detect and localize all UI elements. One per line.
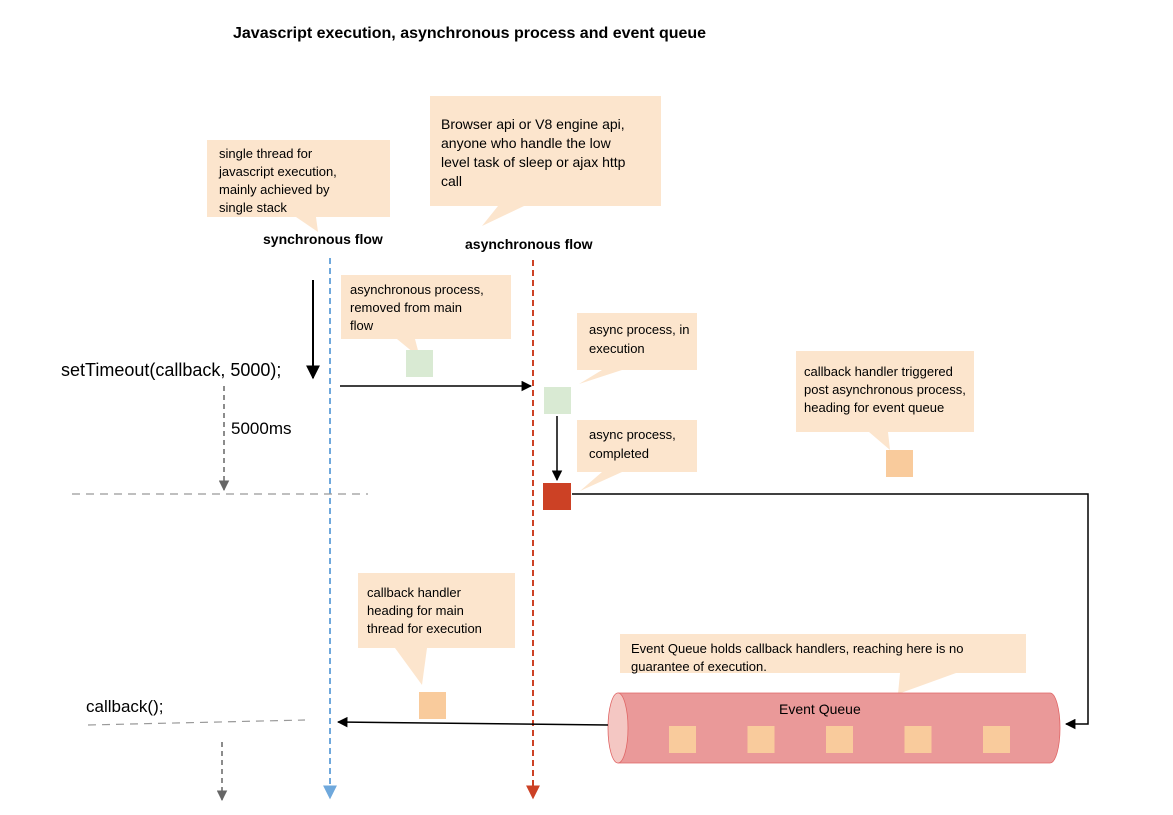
note-event-queue: Event Queue holds callback handlers, rea… <box>631 641 967 674</box>
completed-task-box <box>543 483 571 510</box>
callout-async-removed: asynchronous process, removed from main … <box>341 275 511 358</box>
callout-single-thread: single thread for javascript execution, … <box>207 140 390 232</box>
callout-callback-main-thread: callback handler heading for main thread… <box>358 573 515 685</box>
note-async-in-execution: async process, in execution <box>589 322 693 356</box>
note-async-removed: asynchronous process, removed from main … <box>350 282 487 333</box>
queued-handler-box <box>983 726 1010 753</box>
callout-event-queue: Event Queue holds callback handlers, rea… <box>620 634 1026 694</box>
callback-call-code: callback(); <box>86 697 163 716</box>
note-callback-triggered: callback handler triggered post asynchro… <box>804 364 970 415</box>
queued-handler-box <box>826 726 853 753</box>
callback-separator <box>87 719 306 726</box>
sync-flow-label: synchronous flow <box>263 231 383 247</box>
event-queue-cylinder: Event Queue <box>607 692 1061 764</box>
callout-browser-api: Browser api or V8 engine api, anyone who… <box>430 96 661 226</box>
settimeout-code: setTimeout(callback, 5000); <box>61 360 281 380</box>
to-event-queue-path <box>572 493 1089 730</box>
queued-handler-box <box>747 726 775 753</box>
event-queue-label: Event Queue <box>779 701 861 717</box>
triggered-handler-box <box>886 450 913 477</box>
async-flow-label: asynchronous flow <box>465 236 593 252</box>
callout-callback-triggered: callback handler triggered post asynchro… <box>796 351 974 450</box>
main-thread-handler-box <box>419 692 446 719</box>
pending-task-box <box>406 350 433 377</box>
event-queue-slots <box>669 726 1010 753</box>
diagram-title: Javascript execution, asynchronous proce… <box>233 25 706 42</box>
delay-label: 5000ms <box>231 419 291 438</box>
note-single-thread: single thread for javascript execution, … <box>218 146 340 215</box>
note-browser-api: Browser api or V8 engine api, anyone who… <box>441 116 629 189</box>
queued-handler-box <box>669 726 696 753</box>
note-callback-main-thread: callback handler heading for main thread… <box>367 585 482 636</box>
note-async-completed: async process, completed <box>589 427 679 461</box>
executing-task-box <box>544 387 571 414</box>
queued-handler-box <box>904 726 932 753</box>
callout-async-in-execution: async process, in execution <box>577 313 697 384</box>
dequeue-arrow <box>336 716 609 728</box>
callout-async-completed: async process, completed <box>577 420 697 491</box>
